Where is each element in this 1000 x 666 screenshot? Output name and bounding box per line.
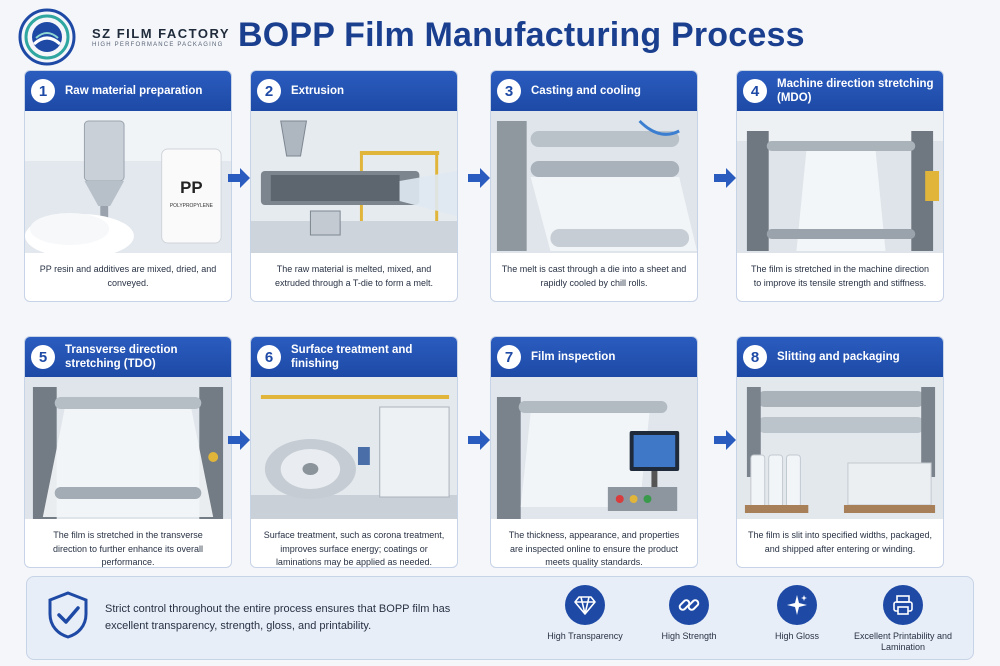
step-number: 2 (257, 79, 281, 103)
inspection-illustration (491, 377, 697, 519)
chain-link-icon (669, 585, 709, 625)
step-number: 5 (31, 345, 55, 369)
casting-illustration (491, 111, 697, 253)
step-number: 7 (497, 345, 521, 369)
step-header: 6 Surface treatment and finishing (251, 337, 457, 377)
step-description: The film is slit into specified widths, … (747, 530, 933, 554)
feature-high-transparency: High Transparency (535, 585, 635, 642)
step-description: The film is stretched in the transverse … (52, 530, 204, 567)
step-title: Slitting and packaging (777, 350, 900, 363)
printer-icon (883, 585, 923, 625)
feature-label: High Gloss (774, 631, 819, 641)
feature-printability: Excellent Printability and Lamination (853, 585, 953, 654)
feature-label: High Strength (661, 631, 717, 641)
step-card-8: 8 Slitting and packaging The film is sli… (736, 336, 944, 568)
step-number: 3 (497, 79, 521, 103)
step-header: 2 Extrusion (251, 71, 457, 111)
tdo-illustration (25, 377, 231, 519)
shield-check-icon (48, 591, 88, 639)
flow-arrow-icon (714, 430, 736, 450)
step-description: Surface treatment, such as corona treatm… (263, 530, 445, 567)
bag-label: PP (180, 178, 202, 197)
raw-material-illustration: PP POLYPROPYLENE (25, 111, 231, 253)
step-card-1: 1 Raw material preparation PP POLYPROPYL… (24, 70, 232, 302)
step-card-4: 4 Machine direction stretching (MDO) The… (736, 70, 944, 302)
step-header: 5 Transverse direction stretching (TDO) (25, 337, 231, 377)
step-title: Surface treatment and finishing (291, 343, 413, 370)
diamond-icon (565, 585, 605, 625)
step-title: Extrusion (291, 84, 345, 97)
surface-treatment-illustration (251, 377, 457, 519)
feature-label: Excellent Printability and Lamination (853, 631, 953, 653)
step-title: Transverse direction stretching (TDO) (65, 343, 178, 370)
feature-high-strength: High Strength (639, 585, 739, 642)
step-card-7: 7 Film inspection The thickness, appeara… (490, 336, 698, 568)
step-card-2: 2 Extrusion The raw material is melted, … (250, 70, 458, 302)
step-description: The film is stretched in the machine dir… (750, 264, 930, 288)
step-card-5: 5 Transverse direction stretching (TDO) … (24, 336, 232, 568)
step-title: Raw material preparation (65, 84, 203, 97)
step-description: PP resin and additives are mixed, dried,… (39, 264, 217, 288)
step-card-6: 6 Surface treatment and finishing Surfac… (250, 336, 458, 568)
flow-arrow-icon (714, 168, 736, 188)
step-number: 1 (31, 79, 55, 103)
brand-tagline: HIGH PERFORMANCE PACKAGING (92, 42, 224, 48)
feature-label: High Transparency (547, 631, 623, 641)
step-title: Casting and cooling (531, 84, 641, 97)
brand-name: SZ FILM FACTORY (92, 26, 231, 41)
step-number: 6 (257, 345, 281, 369)
step-header: 3 Casting and cooling (491, 71, 697, 111)
step-number: 8 (743, 345, 767, 369)
step-header: 4 Machine direction stretching (MDO) (737, 71, 943, 111)
bag-sublabel: POLYPROPYLENE (170, 203, 214, 209)
sparkle-icon (777, 585, 817, 625)
brand: SZ FILM FACTORY HIGH PERFORMANCE PACKAGI… (92, 26, 230, 48)
flow-arrow-icon (228, 430, 250, 450)
extruder-illustration (251, 111, 457, 253)
feature-high-gloss: High Gloss (747, 585, 847, 642)
step-header: 8 Slitting and packaging (737, 337, 943, 377)
page-title: BOPP Film Manufacturing Process (238, 16, 805, 54)
step-description: The raw material is melted, mixed, and e… (275, 264, 433, 288)
step-number: 4 (743, 79, 767, 103)
step-card-3: 3 Casting and cooling The melt is cast t… (490, 70, 698, 302)
step-header: 1 Raw material preparation (25, 71, 231, 111)
flow-arrow-icon (228, 168, 250, 188)
step-description: The thickness, appearance, and propertie… (508, 530, 680, 567)
company-logo (18, 8, 76, 66)
flow-arrow-icon (468, 168, 490, 188)
slitting-illustration (737, 377, 943, 519)
step-title: Machine direction stretching (MDO) (777, 77, 934, 104)
flow-arrow-icon (468, 430, 490, 450)
mdo-illustration (737, 111, 943, 253)
step-description: The melt is cast through a die into a sh… (501, 264, 687, 288)
step-header: 7 Film inspection (491, 337, 697, 377)
step-title: Film inspection (531, 350, 616, 363)
header: SZ FILM FACTORY HIGH PERFORMANCE PACKAGI… (0, 0, 1000, 70)
summary-text: Strict control throughout the entire pro… (105, 603, 451, 632)
summary-panel: Strict control throughout the entire pro… (26, 576, 974, 660)
